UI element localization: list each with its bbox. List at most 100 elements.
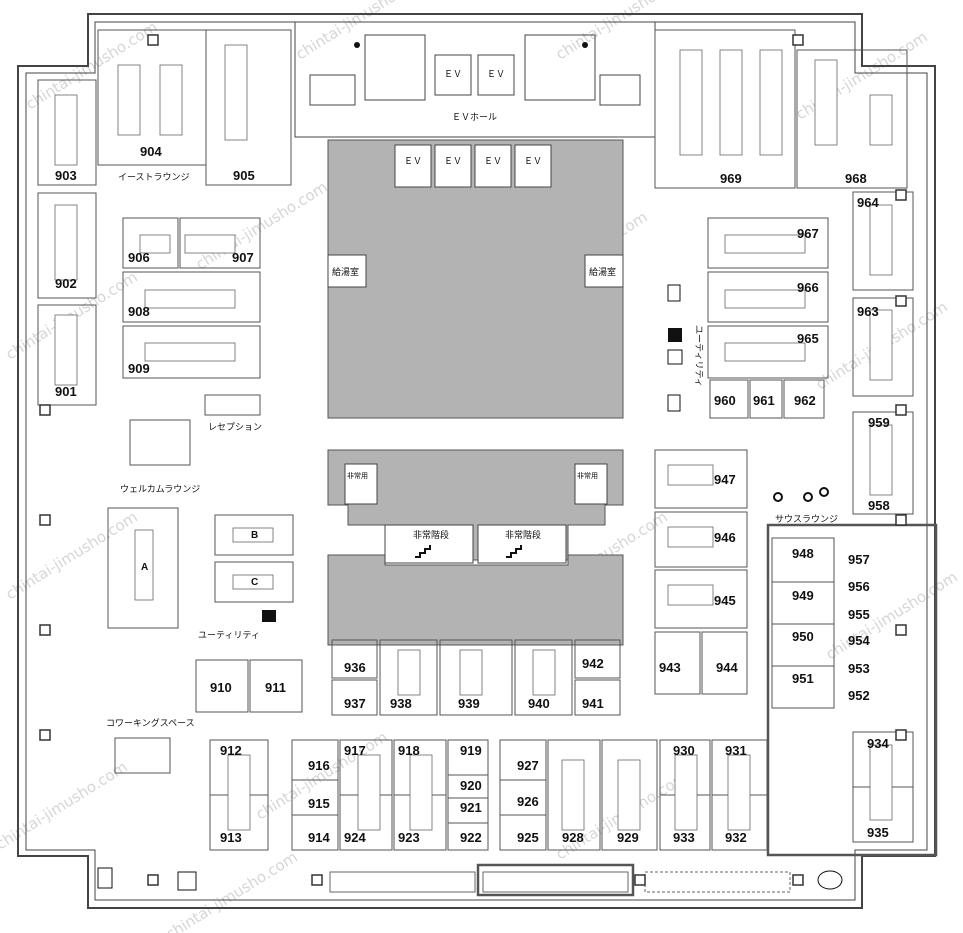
label-903: 903: [55, 168, 77, 183]
column-1: [39, 404, 51, 416]
reception-desk: [204, 394, 261, 416]
desk-meeting-b: [232, 527, 274, 543]
desk-931: [727, 754, 751, 831]
ev-right-label: ＥＶ: [487, 70, 505, 80]
label-965: 965: [797, 331, 819, 346]
desk-917: [357, 754, 381, 831]
label-944: 944: [716, 660, 738, 675]
label-932: 932: [725, 830, 747, 845]
label-943: 943: [659, 660, 681, 675]
room-942: [574, 639, 621, 679]
core-ev-label-1: ＥＶ: [404, 157, 422, 167]
label-951: 951: [792, 671, 814, 686]
label-958: 958: [868, 498, 890, 513]
room-928: [547, 739, 601, 851]
icons: [97, 284, 843, 891]
room-929: [601, 739, 658, 851]
column-8: [895, 514, 907, 526]
desk-939: [459, 649, 483, 696]
label-904: 904: [140, 144, 162, 159]
label-917: 917: [344, 743, 366, 758]
room-939: [439, 639, 513, 716]
printer-left-icon: [262, 610, 276, 622]
phone-booth-icon: [667, 394, 681, 412]
room-936: [331, 639, 378, 679]
column-7: [895, 404, 907, 416]
column-4: [39, 729, 51, 741]
label-956: 956: [848, 579, 870, 594]
window-counter-mid: [482, 871, 629, 893]
core-elevator-4: [514, 144, 552, 188]
room-910: [195, 659, 249, 713]
meeting-room-c: [214, 561, 294, 603]
label-949: 949: [792, 588, 814, 603]
desk-906: [139, 234, 171, 254]
column-15: [311, 874, 323, 886]
desk-clusters: [54, 44, 893, 831]
label-938: 938: [390, 696, 412, 711]
room-961: [749, 379, 783, 419]
desk-903: [54, 94, 78, 166]
restroom-man-icon: [354, 42, 360, 48]
room-909: [122, 325, 261, 379]
south-lounge-highlight: [766, 523, 938, 857]
welcome-lounge-label: ウェルカムラウンジ: [120, 484, 200, 495]
label-930: 930: [673, 743, 695, 758]
label-908: 908: [128, 304, 150, 319]
desk-963: [869, 309, 893, 381]
label-907: 907: [232, 250, 254, 265]
phone-bottom-icon: [177, 871, 197, 891]
label-920: 920: [460, 778, 482, 793]
room-907: [179, 217, 261, 269]
kitchen-right-room: [584, 254, 624, 288]
desk-930: [674, 754, 698, 831]
column-2: [39, 514, 51, 526]
label-968: 968: [845, 171, 867, 186]
east-lounge-label: イーストラウンジ: [118, 172, 190, 183]
label-940: 940: [528, 696, 550, 711]
label-912: 912: [220, 743, 242, 758]
desk-968-a: [814, 59, 838, 146]
label-901: 901: [55, 384, 77, 399]
desk-929: [617, 759, 641, 831]
label-941: 941: [582, 696, 604, 711]
room-969: [654, 29, 796, 189]
emergency-stair-right-label: 非常階段: [505, 529, 541, 541]
desk-946: [667, 526, 714, 548]
emergency-stair-right: [477, 524, 567, 564]
watermark-12: chintai-jimusho.com: [0, 758, 131, 854]
ev-right-car: [477, 54, 515, 96]
label-931: 931: [725, 743, 747, 758]
label-966: 966: [797, 280, 819, 295]
desk-904-b: [159, 64, 183, 136]
stairs-left-icon: [415, 545, 431, 558]
kitchen-left-room: [327, 254, 367, 288]
core-elevator-1: [394, 144, 432, 188]
meeting-room-b: [214, 514, 294, 556]
room-967: [707, 217, 829, 269]
label-957: 957: [848, 552, 870, 567]
lounge-stool-3-icon: [819, 487, 829, 497]
desk-947: [667, 464, 714, 486]
room-963: [852, 297, 914, 397]
label-955: 955: [848, 607, 870, 622]
room-946: [654, 511, 748, 568]
desk-928: [561, 759, 585, 831]
core-elevator-2: [434, 144, 472, 188]
room-911: [249, 659, 303, 713]
column-5: [895, 189, 907, 201]
desk-909: [144, 342, 236, 362]
room-922: [447, 822, 489, 851]
restroom-accessible-right: [599, 74, 641, 106]
label-950: 950: [792, 629, 814, 644]
coworking-label: コワーキングスペース: [106, 717, 195, 729]
column-14: [792, 874, 804, 886]
desk-meeting-a: [134, 529, 154, 601]
column-9: [895, 624, 907, 636]
desk-968-b: [869, 94, 893, 146]
label-939: 939: [458, 696, 480, 711]
label-meeting-b: B: [251, 530, 258, 541]
desk-907: [184, 234, 236, 254]
printer-icon: [668, 328, 682, 342]
label-947: 947: [714, 472, 736, 487]
